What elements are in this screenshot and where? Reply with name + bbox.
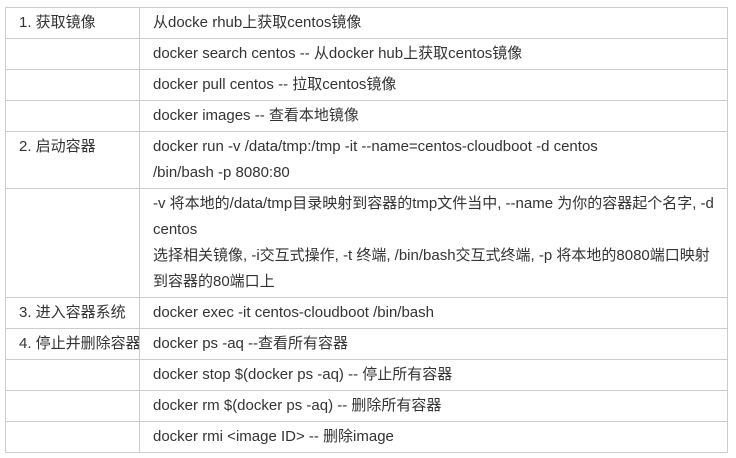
step-cell: [5, 69, 140, 101]
command-line: -v 将本地的/data/tmp目录映射到容器的tmp文件当中, --name …: [153, 195, 714, 212]
step-cell: [5, 421, 140, 453]
step-cell: [5, 188, 140, 298]
step-cell: 3. 进入容器系统: [5, 297, 140, 329]
command-cell: 从docke rhub上获取centos镜像: [139, 7, 728, 39]
command-line: 从docke rhub上获取centos镜像: [153, 14, 362, 31]
table-row: docker images -- 查看本地镜像: [5, 100, 728, 132]
docker-commands-table: 1. 获取镜像 从docke rhub上获取centos镜像 docker se…: [5, 7, 728, 453]
command-cell: docker exec -it centos-cloudboot /bin/ba…: [139, 297, 728, 329]
command-line: docker ps -aq --查看所有容器: [153, 335, 349, 352]
step-cell: [5, 359, 140, 391]
command-cell: docker search centos -- 从docker hub上获取ce…: [139, 38, 728, 70]
command-cell: docker ps -aq --查看所有容器: [139, 328, 728, 360]
table-row: 1. 获取镜像 从docke rhub上获取centos镜像: [5, 7, 728, 39]
command-cell: docker images -- 查看本地镜像: [139, 100, 728, 132]
step-cell: 2. 启动容器: [5, 131, 140, 189]
table-row: 4. 停止并删除容器 docker ps -aq --查看所有容器: [5, 328, 728, 360]
command-line: centos: [153, 221, 198, 238]
command-line: docker search centos -- 从docker hub上获取ce…: [153, 45, 523, 62]
table-row: docker rmi <image ID> -- 删除image: [5, 421, 728, 453]
command-cell: docker run -v /data/tmp:/tmp -it --name=…: [139, 131, 728, 189]
command-line: /bin/bash -p 8080:80: [153, 164, 290, 181]
step-cell: [5, 100, 140, 132]
table-row: 3. 进入容器系统 docker exec -it centos-cloudbo…: [5, 297, 728, 329]
table-row: docker rm $(docker ps -aq) -- 删除所有容器: [5, 390, 728, 422]
step-cell: 1. 获取镜像: [5, 7, 140, 39]
command-cell: docker stop $(docker ps -aq) -- 停止所有容器: [139, 359, 728, 391]
step-cell: [5, 390, 140, 422]
table-row: docker stop $(docker ps -aq) -- 停止所有容器: [5, 359, 728, 391]
command-line: 到容器的80端口上: [153, 273, 275, 290]
command-line: 选择相关镜像, -i交互式操作, -t 终端, /bin/bash交互式终端, …: [153, 247, 710, 264]
command-cell: docker rmi <image ID> -- 删除image: [139, 421, 728, 453]
table-row: docker search centos -- 从docker hub上获取ce…: [5, 38, 728, 70]
command-line: docker exec -it centos-cloudboot /bin/ba…: [153, 304, 434, 321]
command-cell: -v 将本地的/data/tmp目录映射到容器的tmp文件当中, --name …: [139, 188, 728, 298]
command-line: docker rmi <image ID> -- 删除image: [153, 428, 394, 445]
command-line: docker rm $(docker ps -aq) -- 删除所有容器: [153, 397, 442, 414]
step-cell: 4. 停止并删除容器: [5, 328, 140, 360]
step-cell: [5, 38, 140, 70]
command-line: docker stop $(docker ps -aq) -- 停止所有容器: [153, 366, 453, 383]
table-row: docker pull centos -- 拉取centos镜像: [5, 69, 728, 101]
command-line: docker images -- 查看本地镜像: [153, 107, 359, 124]
command-line: docker pull centos -- 拉取centos镜像: [153, 76, 397, 93]
table-row: -v 将本地的/data/tmp目录映射到容器的tmp文件当中, --name …: [5, 188, 728, 298]
table-row: 2. 启动容器 docker run -v /data/tmp:/tmp -it…: [5, 131, 728, 189]
command-cell: docker rm $(docker ps -aq) -- 删除所有容器: [139, 390, 728, 422]
command-cell: docker pull centos -- 拉取centos镜像: [139, 69, 728, 101]
command-line: docker run -v /data/tmp:/tmp -it --name=…: [153, 138, 598, 155]
